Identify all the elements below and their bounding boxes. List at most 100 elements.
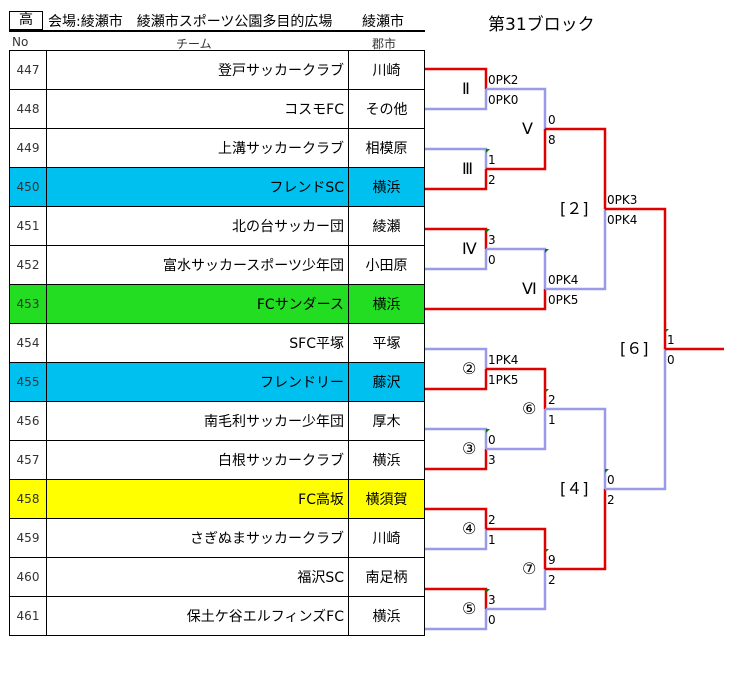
team-name: 北の台サッカー団	[46, 206, 349, 246]
round-label: Ⅵ	[522, 279, 537, 298]
score-label: 2	[488, 513, 496, 527]
bracket-line	[486, 129, 547, 171]
score-label: 0PK4	[548, 273, 579, 287]
bracket-line	[545, 209, 607, 291]
bracket-line	[425, 67, 488, 89]
score-label: 0	[607, 473, 615, 487]
score-label: 0	[488, 613, 496, 627]
score-label: 1	[488, 533, 496, 547]
score-label: 9	[548, 553, 556, 567]
bracket-line	[486, 569, 547, 611]
round-label: Ⅳ	[462, 239, 477, 258]
team-name: 保土ケ谷エルフィンズFC	[46, 596, 349, 636]
marker	[605, 469, 609, 473]
score-label: 3	[488, 453, 496, 467]
col-head-city: 郡市	[372, 37, 397, 51]
col-head-team: チーム	[176, 37, 212, 51]
bracket-line	[425, 507, 488, 529]
marker	[545, 249, 549, 253]
score-label: 8	[548, 133, 556, 147]
score-label: 2	[548, 393, 556, 407]
team-city: 横須賀	[348, 479, 425, 519]
round-label: ⑤	[462, 599, 477, 618]
team-no: 452	[9, 245, 47, 285]
round-label: Ⅴ	[522, 119, 533, 138]
marker	[665, 329, 669, 333]
bracket-line	[486, 409, 547, 451]
bracket-line	[425, 347, 488, 369]
bracket-line	[425, 529, 488, 551]
bracket-line	[486, 87, 547, 129]
team-no: 457	[9, 440, 47, 480]
bracket-line	[425, 427, 488, 449]
round-label: ③	[462, 439, 477, 458]
marker	[486, 589, 490, 593]
bracket-line	[545, 407, 607, 489]
score-label: 0PK4	[607, 213, 638, 227]
score-label: 3	[488, 233, 496, 247]
bracket-line	[425, 369, 488, 391]
team-no: 450	[9, 167, 47, 207]
bracket-line	[605, 349, 667, 491]
team-name: 福沢SC	[46, 557, 349, 597]
marker	[486, 149, 490, 153]
team-city: 綾瀬	[348, 206, 425, 246]
round-label: ④	[462, 519, 477, 538]
round-label: ②	[462, 359, 477, 378]
bracket-line	[486, 367, 547, 409]
team-city: 藤沢	[348, 362, 425, 402]
team-city: 横浜	[348, 167, 425, 207]
team-no: 448	[9, 89, 47, 129]
block-title: 第31ブロック	[488, 15, 595, 35]
score-label: 2	[607, 493, 615, 507]
bracket-line	[425, 609, 488, 631]
score-label: 1	[667, 333, 675, 347]
header-underline	[9, 30, 425, 32]
score-label: 0PK3	[607, 193, 638, 207]
bracket-line	[425, 249, 488, 271]
score-label: 1	[488, 153, 496, 167]
venue-label: 会場:綾瀬市 綾瀬市スポーツ公園多目的広場	[48, 14, 333, 30]
bracket-line	[425, 587, 488, 609]
team-city: 横浜	[348, 440, 425, 480]
score-label: 0PK2	[488, 73, 519, 87]
score-label: 0	[667, 353, 675, 367]
team-no: 449	[9, 128, 47, 168]
score-label: 1	[548, 413, 556, 427]
team-city: 川崎	[348, 518, 425, 558]
team-name: FCサンダース	[46, 284, 349, 324]
round-label: Ⅱ	[462, 79, 470, 98]
venue-city: 綾瀬市	[362, 14, 404, 30]
team-city: その他	[348, 89, 425, 129]
team-no: 459	[9, 518, 47, 558]
team-name: フレンドリー	[46, 362, 349, 402]
bracket-line	[486, 527, 547, 569]
team-no: 454	[9, 323, 47, 363]
round-label: [２]	[560, 199, 589, 218]
marker	[486, 429, 490, 433]
team-city: 小田原	[348, 245, 425, 285]
round-label: ⑦	[522, 559, 537, 578]
score-label: 1PK4	[488, 353, 519, 367]
score-label: 2	[548, 573, 556, 587]
bracket-line	[425, 89, 488, 111]
team-no: 456	[9, 401, 47, 441]
score-label: 0	[488, 433, 496, 447]
round-label: Ⅲ	[462, 159, 474, 178]
score-label: 0PK5	[548, 293, 579, 307]
score-label: 0	[488, 253, 496, 267]
score-label: 3	[488, 593, 496, 607]
score-label: 2	[488, 173, 496, 187]
team-no: 460	[9, 557, 47, 597]
marker	[486, 229, 490, 233]
team-city: 平塚	[348, 323, 425, 363]
team-city: 横浜	[348, 596, 425, 636]
